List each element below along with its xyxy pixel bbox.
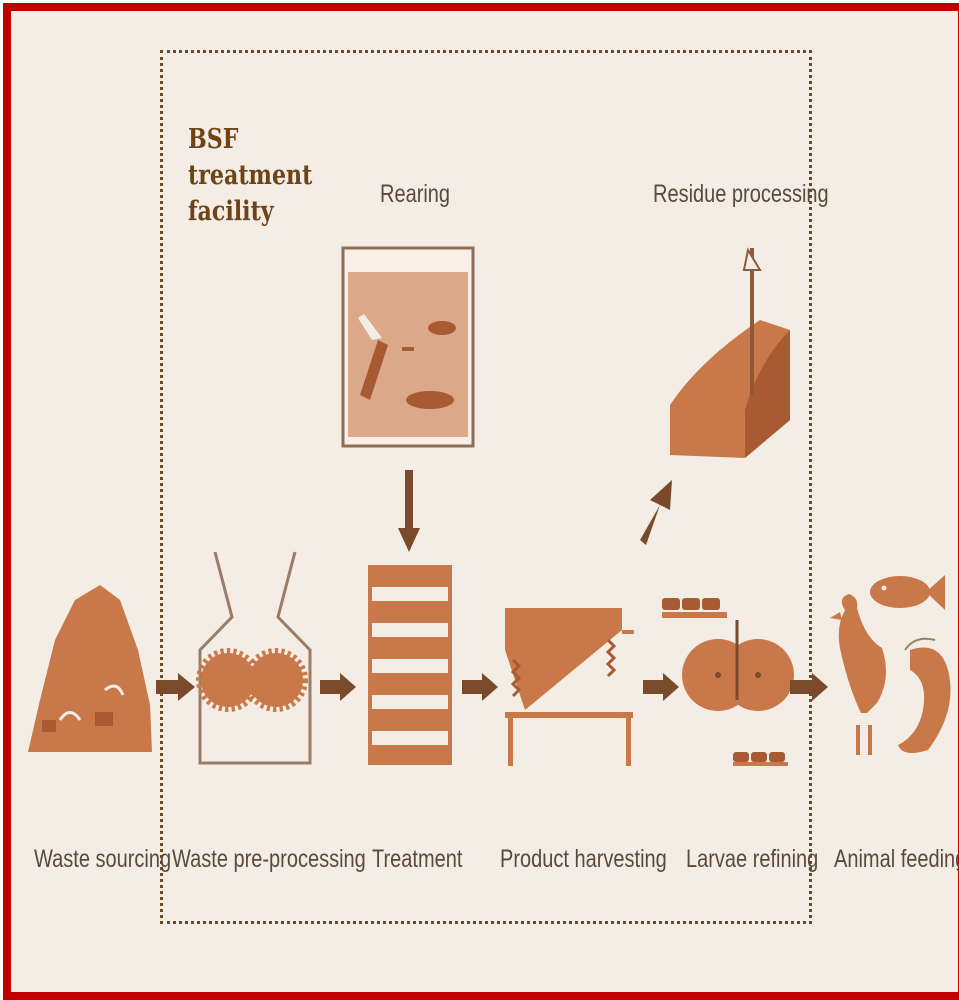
residue-arrow-icon xyxy=(640,480,672,545)
larvae-refining-icon xyxy=(662,598,794,766)
flow-arrow-4 xyxy=(643,673,679,701)
flow-arrow-2 xyxy=(320,673,356,701)
rearing-arrow-icon xyxy=(398,470,420,552)
shrimp-icon xyxy=(898,639,951,753)
treatment-rack-icon xyxy=(368,565,452,765)
rearing-box-icon xyxy=(343,248,473,446)
fish-icon xyxy=(870,575,945,610)
harvesting-sieve-icon xyxy=(505,608,634,766)
flow-arrow-3 xyxy=(462,673,498,701)
flow-arrow-1 xyxy=(156,673,195,701)
chicken-icon xyxy=(830,594,886,755)
flow-arrow-5 xyxy=(790,673,828,701)
waste-pile-icon xyxy=(28,585,152,752)
shredder-icon xyxy=(200,552,310,763)
compost-heap-icon xyxy=(670,248,790,458)
